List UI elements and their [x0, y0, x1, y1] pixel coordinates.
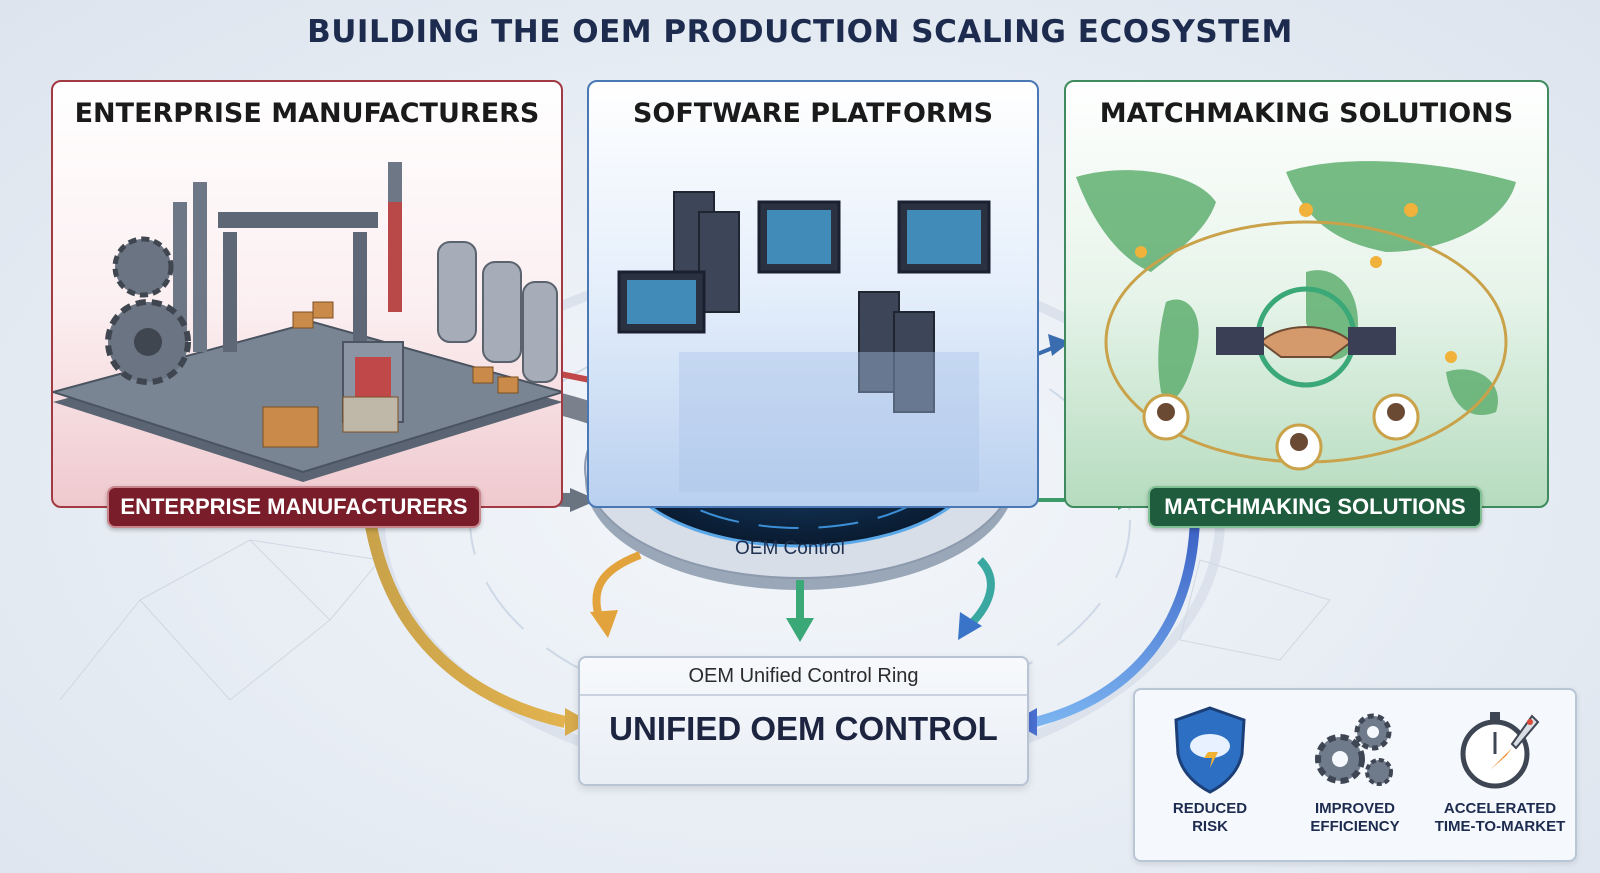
benefit-label-risk: REDUCED RISK	[1172, 800, 1248, 835]
enterprise-panel-title: ENTERPRISE MANUFACTURERS	[74, 98, 540, 129]
software-platforms-panel: SOFTWARE PLATFORMS	[587, 80, 1039, 508]
enterprise-manufacturers-panel: ENTERPRISE MANUFACTURERS	[51, 80, 563, 508]
servers-illustration	[617, 191, 991, 492]
benefit-improved-efficiency: IMPROVED EFFICIENCY	[1285, 704, 1425, 836]
unified-main-label: UNIFIED OEM CONTROL	[609, 710, 998, 747]
hub-label: OEM Control	[735, 538, 845, 559]
enterprise-manufacturers-label: ENTERPRISE MANUFACTURERS	[107, 486, 481, 528]
benefit-label-efficiency: IMPROVED EFFICIENCY	[1310, 800, 1400, 835]
matchmaking-solutions-panel: MATCHMAKING SOLUTIONS	[1064, 80, 1549, 508]
world-map-illustration	[1076, 161, 1516, 471]
benefit-label-ttm: ACCELERATED TIME-TO-MARKET	[1434, 800, 1566, 835]
software-panel-title: SOFTWARE PLATFORMS	[632, 98, 994, 129]
shield-cloud-icon	[1174, 706, 1246, 794]
gears-icon	[1315, 713, 1393, 786]
benefit-reduced-risk: REDUCED RISK	[1140, 704, 1280, 836]
matchmaking-panel-title: MATCHMAKING SOLUTIONS	[1099, 98, 1514, 129]
benefit-accelerated-ttm: ACCELERATED TIME-TO-MARKET	[1430, 704, 1570, 836]
factory-illustration	[53, 162, 561, 482]
unified-control-box: OEM Unified Control Ring UNIFIED OEM CON…	[578, 656, 1029, 786]
page-title: BUILDING THE OEM PRODUCTION SCALING ECOS…	[307, 14, 1293, 50]
stopwatch-rocket-icon	[1460, 712, 1540, 789]
matchmaking-solutions-label: MATCHMAKING SOLUTIONS	[1148, 486, 1482, 528]
unified-ring-label: OEM Unified Control Ring	[580, 658, 1027, 696]
benefits-panel: REDUCED RISK IMPROVED EFFICIENCY ACCELER…	[1133, 688, 1577, 862]
